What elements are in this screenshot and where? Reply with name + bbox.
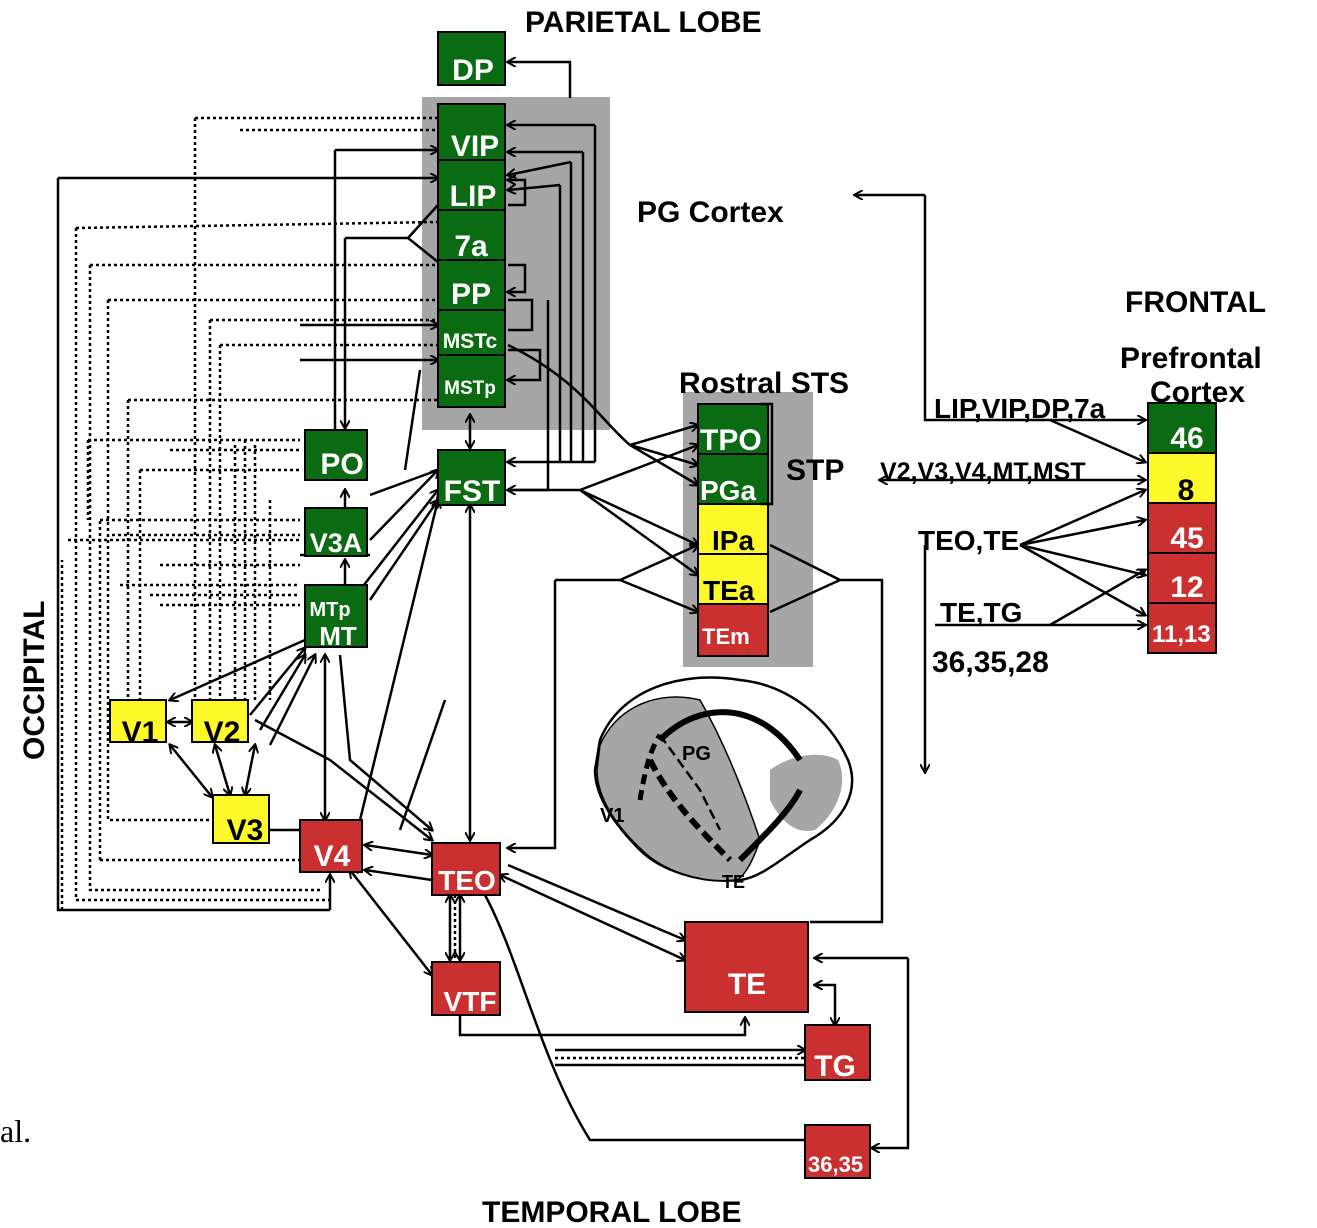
area-v2-label: V2 (204, 716, 241, 749)
area-po-label: PO (320, 448, 363, 481)
frontal-input-1: LIP,VIP,DP,7a (934, 393, 1106, 424)
cortex-title: Cortex (1150, 376, 1245, 409)
area-tem-label: TEm (702, 624, 750, 649)
area-vtf-label: VTF (444, 986, 497, 1017)
frontal-title: FRONTAL (1125, 286, 1266, 319)
area-7a-label: 7a (454, 230, 488, 263)
rostral-sts-title: Rostral STS (679, 367, 849, 400)
occipital-title: OCCIPITAL (18, 601, 51, 760)
prefrontal-title: Prefrontal (1120, 342, 1262, 375)
area-ipa-label: IPa (712, 525, 754, 556)
area-te-label: TE (728, 968, 766, 1001)
prefrontal-areas: 46 8 45 12 11,13 (1148, 403, 1216, 653)
area-pp-label: PP (451, 278, 491, 311)
frontal-input-3: TEO,TE (918, 525, 1019, 556)
temporal-lobe-title: TEMPORAL LOBE (482, 1196, 741, 1228)
area-teo-label: TEO (438, 865, 496, 896)
brain-inset: PG V1 TE (595, 678, 852, 893)
area-vip-label: VIP (451, 130, 499, 163)
area-tea-label: TEa (703, 575, 755, 606)
parietal-lobe-title: PARIETAL LOBE (525, 6, 762, 39)
area-mstc-label: MSTc (443, 330, 498, 353)
frontal-input-labels: LIP,VIP,DP,7a V2,V3,V4,MT,MST TEO,TE TE,… (880, 393, 1106, 679)
brain-te-label: TE (722, 872, 745, 892)
area-v3-label: V3 (227, 814, 264, 847)
area-lip-label: LIP (450, 180, 497, 213)
area-mt-label: MT (319, 621, 357, 651)
section-labels: PARIETAL LOBE TEMPORAL LOBE OCCIPITAL FR… (0, 6, 1266, 1228)
area-45-label: 45 (1170, 522, 1203, 555)
area-v3a-label: V3A (310, 528, 363, 558)
pg-cortex-title: PG Cortex (637, 196, 784, 229)
area-tpo-label: TPO (700, 424, 762, 457)
area-3635-label: 36,35 (808, 1152, 863, 1177)
area-fst-label: FST (444, 475, 501, 508)
stp-title: STP (786, 454, 844, 487)
area-mtp-label: MTp (309, 599, 350, 621)
area-dp-label: DP (452, 54, 494, 87)
area-v4-label: V4 (314, 840, 351, 873)
area-1113-label: 11,13 (1152, 621, 1211, 648)
frontal-input-4: TE,TG (940, 597, 1022, 628)
temporal-areas: TEO VTF TE TG 36,35 (432, 843, 870, 1178)
area-12-label: 12 (1170, 571, 1203, 604)
frontal-input-5: 36,35,28 (932, 646, 1049, 679)
frontal-input-2: V2,V3,V4,MT,MST (880, 458, 1086, 486)
parietal-areas: DP VIP LIP 7a PP MSTc MSTp FST (438, 32, 505, 508)
area-46-label: 46 (1170, 422, 1203, 455)
partial-text: al. (0, 1113, 31, 1149)
area-mstp-label: MSTp (444, 378, 496, 399)
area-pga-label: PGa (700, 475, 756, 506)
area-tg-label: TG (814, 1050, 856, 1083)
area-v1-label: V1 (122, 716, 159, 749)
rostral-sts-areas: TPO PGa IPa TEa TEm (698, 404, 772, 656)
occipital-areas: PO V3A MTp MT V1 V2 V3 V4 (110, 430, 367, 873)
brain-v1-label: V1 (600, 805, 624, 827)
brain-pg-label: PG (682, 743, 711, 765)
